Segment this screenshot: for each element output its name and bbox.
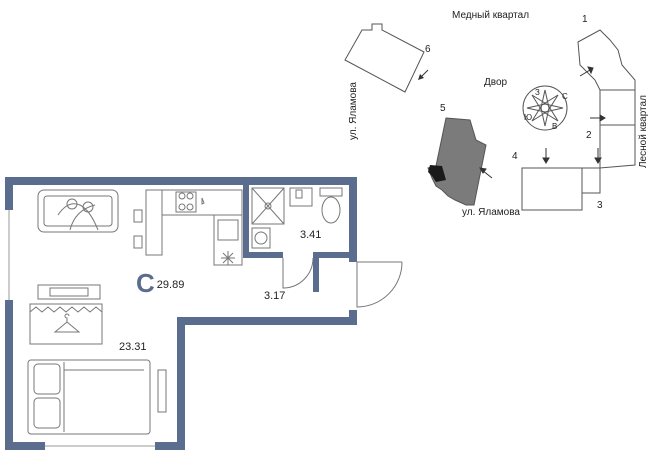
radiator bbox=[157, 369, 167, 413]
site-yard-label: Двор bbox=[484, 77, 508, 88]
building-6 bbox=[344, 23, 425, 93]
sofa bbox=[37, 189, 119, 233]
compass-north: С bbox=[562, 92, 568, 101]
total-area: С 29.89 bbox=[136, 270, 184, 296]
building-number-4: 4 bbox=[512, 151, 518, 162]
site-top-label: Медный квартал bbox=[452, 10, 530, 21]
tv-stand bbox=[37, 284, 101, 300]
building-number-2: 2 bbox=[586, 130, 592, 141]
site-arrows bbox=[479, 66, 606, 179]
entry-door bbox=[356, 261, 403, 308]
partition-bath-left bbox=[243, 185, 249, 257]
bed bbox=[27, 359, 151, 435]
hall-area: 3.17 bbox=[264, 290, 286, 302]
compass-rose bbox=[522, 85, 568, 131]
building-1 bbox=[577, 29, 636, 169]
partition-bath-bottom-l bbox=[243, 252, 283, 258]
bath-door bbox=[282, 257, 314, 289]
living-area: 23.31 bbox=[119, 341, 147, 353]
building-number-5: 5 bbox=[440, 103, 446, 114]
compass-west: З bbox=[535, 88, 540, 97]
building-5 bbox=[427, 117, 487, 206]
building-3 bbox=[581, 167, 601, 194]
compass-south: Ю bbox=[524, 113, 533, 122]
bathroom-area: 3.41 bbox=[300, 229, 322, 241]
building-number-6: 6 bbox=[425, 44, 431, 55]
total-area-symbol: С bbox=[136, 268, 155, 298]
wardrobe bbox=[29, 303, 103, 345]
building-number-1: 1 bbox=[582, 14, 588, 25]
entry-gap bbox=[349, 262, 357, 310]
site-right-label: Лесной квартал bbox=[638, 95, 649, 168]
partition-bath-bottom-r bbox=[313, 252, 349, 258]
building-4 bbox=[521, 167, 583, 211]
partition-hall bbox=[313, 252, 319, 292]
building-number-3: 3 bbox=[597, 200, 603, 211]
site-street-bottom: ул. Яламова bbox=[462, 207, 520, 218]
kitchen-counter bbox=[145, 189, 243, 266]
chairs bbox=[133, 209, 143, 249]
bathroom-fixtures bbox=[251, 187, 343, 249]
site-street-left: ул. Яламова bbox=[348, 82, 359, 140]
compass-east: В bbox=[552, 122, 558, 131]
total-area-value: 29.89 bbox=[156, 279, 185, 291]
outer-wall bbox=[5, 177, 357, 450]
unit-marker bbox=[428, 165, 446, 182]
